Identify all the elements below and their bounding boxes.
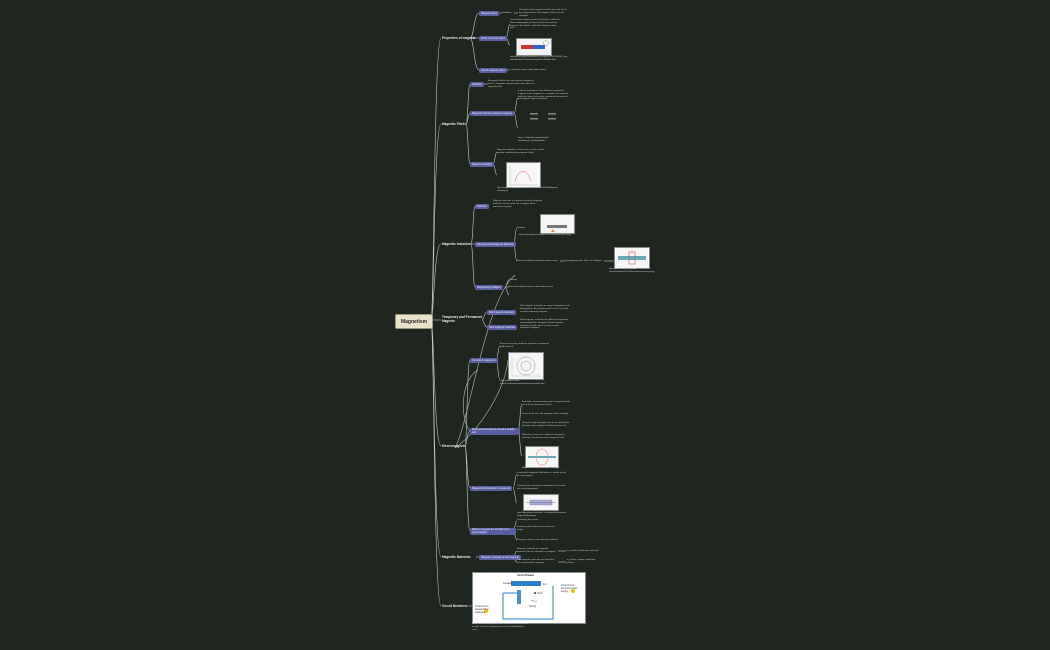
circuit-breaker-diagram: Circuit Breaker Contacts Iron Pivot Spri… [472,572,586,624]
node-magnetic-poles[interactable]: Magnetic poles [479,11,500,16]
node-induction-definition[interactable]: Definition [475,204,489,209]
field-definition-text: A magnetic field is the area around a ma… [488,80,535,88]
field-lines-text: It shows the pattern of the field lines … [518,90,569,101]
induction-definition-text: Magnetic induction is a process by which… [493,200,543,208]
ac-image [614,247,650,269]
hard-text: Hard magnetic materials are difficult to… [520,319,568,330]
magnetic-text: Magnetic materials are magnetic material… [517,548,556,553]
bar-magnets-image [528,126,558,131]
solenoid-url: https://www.physics.sfasu.edu/.../soleno… [517,512,567,517]
currents-text: A current-carrying conductor generates a… [500,343,550,348]
node-magnetising[interactable]: Magnetising a Magnet [475,285,503,290]
north-south-text: The end that swings round to the North i… [510,19,560,30]
field-lines-image [528,109,558,121]
heating-url: https://www.physicsclassroom.com/Class/c… [519,234,572,236]
label-iron: Iron [543,583,548,586]
right-hand-rule-image [525,446,559,468]
node-field-lines[interactable]: Magnetic field lines between magnets [470,111,514,116]
solenoid-text-2: Outside of the solenoid, the solenoid ca… [517,485,565,490]
straight-item-2: Closer to the wire, the magnetic field i… [522,413,569,415]
current-field-image [508,352,544,380]
node-law-of-poles[interactable]: Law of magnetic poles [479,68,507,73]
non-magnetic-text: Non-magnetic materials are those that ar… [517,559,555,564]
branch-properties[interactable]: Properties of magnets [442,36,476,40]
straight-item-3: Using the right-hand grip rule, we can p… [522,422,570,427]
straight-item-4: When the current in a conductor changed … [522,434,565,439]
non-magnetic-examples: e.g. brass, copper, wood and plastics [567,559,596,564]
currents-url: https://www.electronics-tutorials.ws/ele… [500,380,545,385]
node-material-types[interactable]: Magnetic materials vs non-magnetic [479,555,522,560]
node-straight-wire[interactable]: Magnetic field patterns around a straigh… [470,428,520,436]
electrical-label[interactable]: Electrical method using an alternating c… [509,286,553,288]
north-south-url: https://ninfhop.github.io/cdn/file/ass_a… [510,56,568,61]
node-demagnetising[interactable]: Demagnetising Magnetic Materials [475,242,516,247]
node-increase-strength[interactable]: Ways to increase the strength of an elec… [470,528,516,536]
node-hard-materials[interactable]: Hard magnetic materials [487,325,517,330]
strength-item-3: Placing a soft iron core within the sole… [517,539,558,541]
label-current-from: Current from household to loadevice [475,605,489,614]
shielding-image [506,162,541,188]
solenoid-text: A solenoid's magnetic field pattern is s… [517,472,566,477]
strength-item-2: Increasing the number of turns per unit … [517,526,555,531]
heating-label[interactable]: Heating [517,226,525,229]
shielding-caption: https://www.aw.magneticfields.com/arc/up… [497,187,559,192]
label-contacts: Contacts [503,582,513,585]
circuit-caption: Notes: The electromagnet pulls the iron … [472,623,528,631]
branch-magnetic-fields[interactable]: Magnetic Fields [442,122,466,126]
branch-temporary-permanent[interactable]: Temporary and Permanent Magnets [442,315,483,323]
solenoid-image [523,494,559,511]
node-solenoid[interactable]: Magnetic field patterns in a solenoid [470,486,513,491]
strength-item-1: Increasing the current [517,519,539,521]
label-current-to: Current from electrical power supply [561,584,578,593]
node-definition[interactable]: Definition [502,11,512,14]
magnetic-examples: e.g. nickel, cobalt, iron and steel [567,550,599,552]
circuit-breaker-drawing [484,581,575,620]
compass-image [516,38,552,56]
node-currents-magnetism[interactable]: Currents & magnetism [470,358,498,363]
node-soft-materials[interactable]: Soft magnetic materials [487,310,516,315]
law-text: Like poles repel, unlike poles attract. [511,68,547,71]
label-pivot: Pivot [537,592,543,595]
ac-label[interactable]: Electrical method using alternating curr… [517,260,558,262]
node-north-south-poles[interactable]: North and South poles [479,36,507,41]
soft-text: Soft magnetic materials are easy to magn… [520,305,570,313]
heating-image [540,214,575,234]
shielding-text: Magnetic materials, such as iron, can be… [497,149,544,154]
node-field-definition[interactable]: Definition [470,82,484,87]
branch-circuit-breakers[interactable]: Circuit Breakers [442,604,467,608]
ac-note[interactable]: Demagnetising the Poles of a Magnet [565,260,602,262]
straight-item-1: A straight, current-carrying wire in mag… [522,401,571,406]
circuit-title: Circuit Breaker [517,574,535,577]
shielding-url: https://...wikiperdia.org/w/index.php?ti… [518,137,549,142]
branch-magnetic-materials[interactable]: Magnetic Materials [442,555,471,559]
stroking-label[interactable]: Stroking [509,279,518,281]
ac-url: https://www.scienceabc.com/wp-content/up… [609,268,655,273]
root-node[interactable]: Magnetism [395,314,433,329]
branch-magnetic-induction[interactable]: Magnetic Induction [442,242,472,246]
node-magnetic-shielding[interactable]: Magnetic shielding [470,162,494,167]
right-hand-caption: Magnetic field right-hand rule/EPEO.jpg [522,467,559,469]
poles-definition-text: The poles of the magnets are the two end… [519,9,567,17]
label-spring: Spring [529,605,536,608]
branch-electromagnets[interactable]: Electromagnets [442,444,466,448]
